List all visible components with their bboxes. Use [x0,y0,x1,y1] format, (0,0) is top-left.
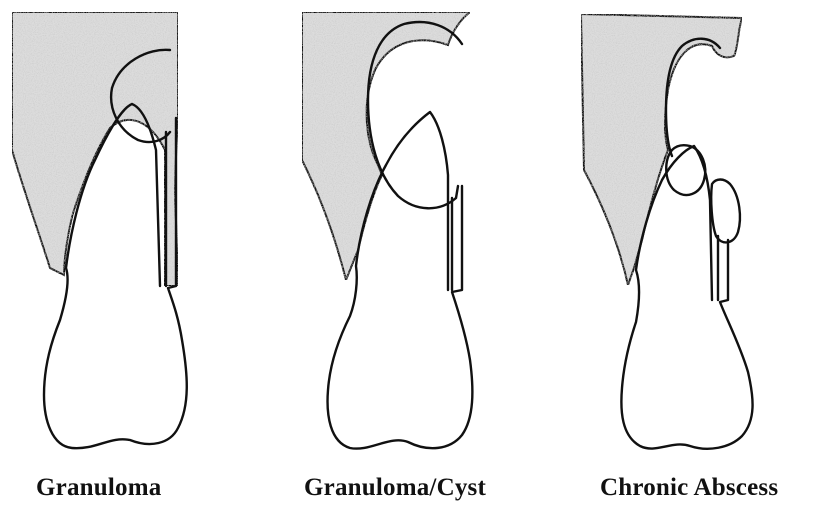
panel-granuloma-cyst [302,12,472,449]
panel-granuloma [12,12,187,448]
panel-chronic-abscess [581,14,753,449]
caption-granuloma-cyst: Granuloma/Cyst [304,474,486,502]
sinus-tract-outline [711,180,740,243]
caption-chronic-abscess: Chronic Abscess [600,474,778,502]
abscess-lesion-outline [666,39,720,156]
alveolar-bone [12,12,178,286]
caption-granuloma: Granuloma [36,474,161,502]
